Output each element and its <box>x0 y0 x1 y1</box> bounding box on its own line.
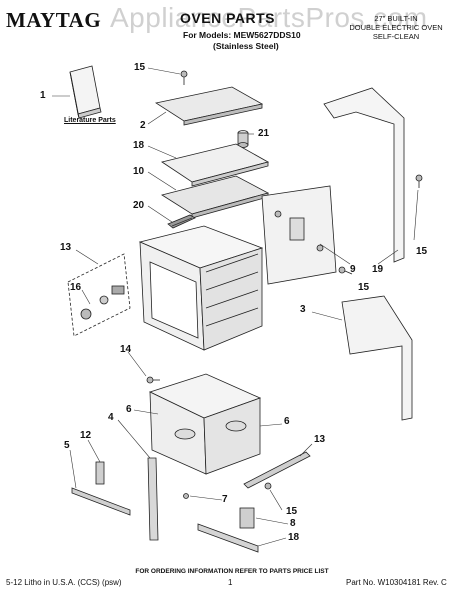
callout-14: 14 <box>120 344 132 355</box>
screw-part-15-right <box>415 174 423 188</box>
model-info: For Models: MEW5627DDS10 (Stainless Stee… <box>183 30 301 52</box>
literature-parts-book <box>69 65 102 119</box>
product-description: 27" BUILT-IN DOUBLE ELECTRIC OVEN SELF-C… <box>340 14 452 41</box>
page-title: OVEN PARTS <box>180 10 275 26</box>
side-trim-3 <box>341 295 413 421</box>
bottom-rail-5 <box>71 487 131 516</box>
models-line: For Models: MEW5627DDS10 <box>183 30 301 40</box>
screw-part-14 <box>146 376 160 384</box>
vertical-rail <box>147 457 159 541</box>
callout-13: 13 <box>60 242 72 253</box>
callout-15: 15 <box>134 62 146 73</box>
description-line-1: 27" BUILT-IN <box>374 14 418 23</box>
brand-logo: MAYTAG <box>6 8 102 32</box>
back-panel <box>261 185 337 285</box>
screw-part-7 <box>183 493 189 499</box>
callout-7: 7 <box>222 494 228 505</box>
ordering-note: FOR ORDERING INFORMATION REFER TO PARTS … <box>135 568 329 575</box>
description-line-3: SELF-CLEAN <box>372 32 420 41</box>
screw-part-15-lower <box>264 482 272 490</box>
bottom-rail-18 <box>197 523 259 553</box>
callout-9: 9 <box>350 264 356 275</box>
screw-part-15-middle <box>338 266 353 275</box>
oven-frame <box>138 225 264 351</box>
screw-part-15-top <box>180 70 188 85</box>
callout-5: 5 <box>64 440 70 451</box>
callout-18: 18 <box>288 532 300 543</box>
callout-15-lower: 15 <box>286 506 298 517</box>
callout-2: 2 <box>140 120 146 131</box>
models-sub: (Stainless Steel) <box>213 41 279 51</box>
callout-17: 18 <box>133 140 145 151</box>
clip-part-11 <box>95 461 105 485</box>
bracket-part-8 <box>239 507 255 529</box>
callout-16: 16 <box>70 282 82 293</box>
hinge-group-outline <box>67 253 131 337</box>
callout-15-right: 15 <box>416 246 428 257</box>
lower-cabinet <box>148 373 262 475</box>
hinge-parts <box>80 285 125 320</box>
literature-parts-label: Literature Parts <box>64 117 116 124</box>
callout-6-left: 6 <box>126 404 132 415</box>
description-line-2: DOUBLE ELECTRIC OVEN <box>349 23 443 32</box>
callout-12: 13 <box>314 434 326 445</box>
callout-19: 19 <box>372 264 384 275</box>
callout-4: 4 <box>108 412 114 423</box>
callout-15-mid: 15 <box>358 282 370 293</box>
footer-page-number: 1 <box>228 578 233 587</box>
slide-rail-12 <box>243 451 311 489</box>
callout-3: 3 <box>300 304 306 315</box>
footer-part-number: Part No. W10304181 Rev. C <box>346 578 447 587</box>
vent-tube <box>237 130 249 148</box>
callout-10: 10 <box>133 166 145 177</box>
callout-20: 20 <box>133 200 145 211</box>
callout-11: 12 <box>80 430 92 441</box>
callout-1: 1 <box>40 90 46 101</box>
callout-8: 8 <box>290 518 296 529</box>
callout-21: 21 <box>258 128 270 139</box>
callout-6-right: 6 <box>284 416 290 427</box>
watermark: AppliancePartsPros.com <box>110 2 428 33</box>
mounting-bracket <box>167 214 196 229</box>
side-trim-19 <box>323 87 405 263</box>
leader-lines <box>52 67 419 547</box>
footer-litho: 5-12 Litho in U.S.A. (CCS) (psw) <box>6 578 122 587</box>
